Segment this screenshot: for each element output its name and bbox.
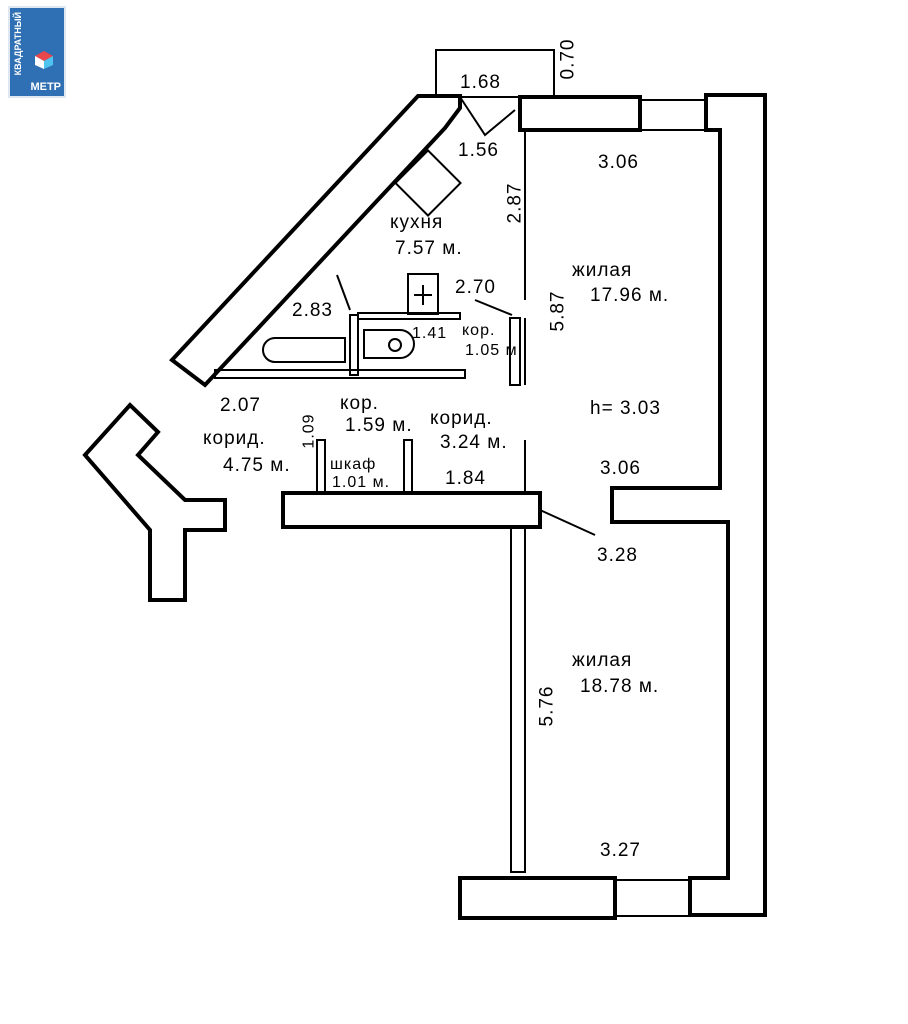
dim-wc: 1.41 bbox=[412, 325, 448, 342]
balcony bbox=[435, 49, 555, 98]
dim-wall-callout: 3.28 bbox=[597, 545, 638, 566]
dim-kor-small: 2.70 bbox=[455, 277, 496, 298]
dim-entrance: 1.56 bbox=[458, 140, 499, 161]
kor1-area: 1.05 м. bbox=[465, 342, 524, 359]
dim-balcony-depth: 0.70 bbox=[557, 38, 579, 80]
window-bottom bbox=[614, 879, 691, 917]
room1-area: 17.96 м. bbox=[590, 285, 670, 306]
top-wall bbox=[518, 95, 642, 132]
room1-name: жилая bbox=[572, 260, 633, 281]
toilet-icon bbox=[363, 329, 415, 359]
bottom-wall bbox=[458, 876, 617, 920]
kor2-name: кор. bbox=[340, 393, 379, 414]
room2-name: жилая bbox=[572, 650, 633, 671]
middle-wall bbox=[281, 491, 542, 529]
dim-bath: 2.83 bbox=[292, 300, 333, 321]
hall1-area: 4.75 м. bbox=[223, 455, 291, 476]
ceiling-height: h= 3.03 bbox=[590, 398, 661, 419]
logo-text-metr: МЕТР bbox=[30, 81, 61, 93]
closet-name: шкаф bbox=[330, 456, 377, 473]
dim-hall-width: 2.07 bbox=[220, 395, 261, 416]
diagonal-wall bbox=[169, 94, 462, 388]
hall2-area: 3.24 м. bbox=[440, 432, 508, 453]
hall2-name: корид. bbox=[430, 408, 493, 429]
dim-hall-side: 1.09 bbox=[300, 413, 318, 449]
dim-balcony-width: 1.68 bbox=[460, 72, 501, 93]
stove-icon bbox=[394, 149, 462, 217]
sink-icon bbox=[407, 273, 439, 315]
dim-room2-side: 5.76 bbox=[536, 685, 558, 727]
right-wall bbox=[610, 93, 767, 917]
room2-area: 18.78 м. bbox=[580, 676, 660, 697]
dim-kitchen-height: 2.87 bbox=[504, 182, 526, 224]
bathtub-icon bbox=[262, 337, 346, 363]
closet-area: 1.01 м. bbox=[332, 474, 391, 491]
dim-room2-bottom: 3.27 bbox=[600, 840, 641, 861]
dim-kor-bottom: 1.84 bbox=[445, 468, 486, 489]
dim-room1-side: 5.87 bbox=[547, 290, 569, 332]
hall1-name: корид. bbox=[203, 428, 266, 449]
kvadratny-metr-logo: КВАДРАТНЫЙ МЕТР bbox=[8, 6, 66, 98]
kitchen-name: кухня bbox=[390, 212, 444, 233]
dim-room1-top: 3.06 bbox=[598, 152, 639, 173]
window-top bbox=[639, 99, 707, 131]
entrance-wall bbox=[82, 402, 227, 602]
cube-icon bbox=[35, 51, 53, 69]
kor2-area: 1.59 м. bbox=[345, 415, 413, 436]
dim-room1-bottom: 3.06 bbox=[600, 458, 641, 479]
kor1-name: кор. bbox=[462, 322, 496, 339]
kitchen-area: 7.57 м. bbox=[395, 238, 463, 259]
